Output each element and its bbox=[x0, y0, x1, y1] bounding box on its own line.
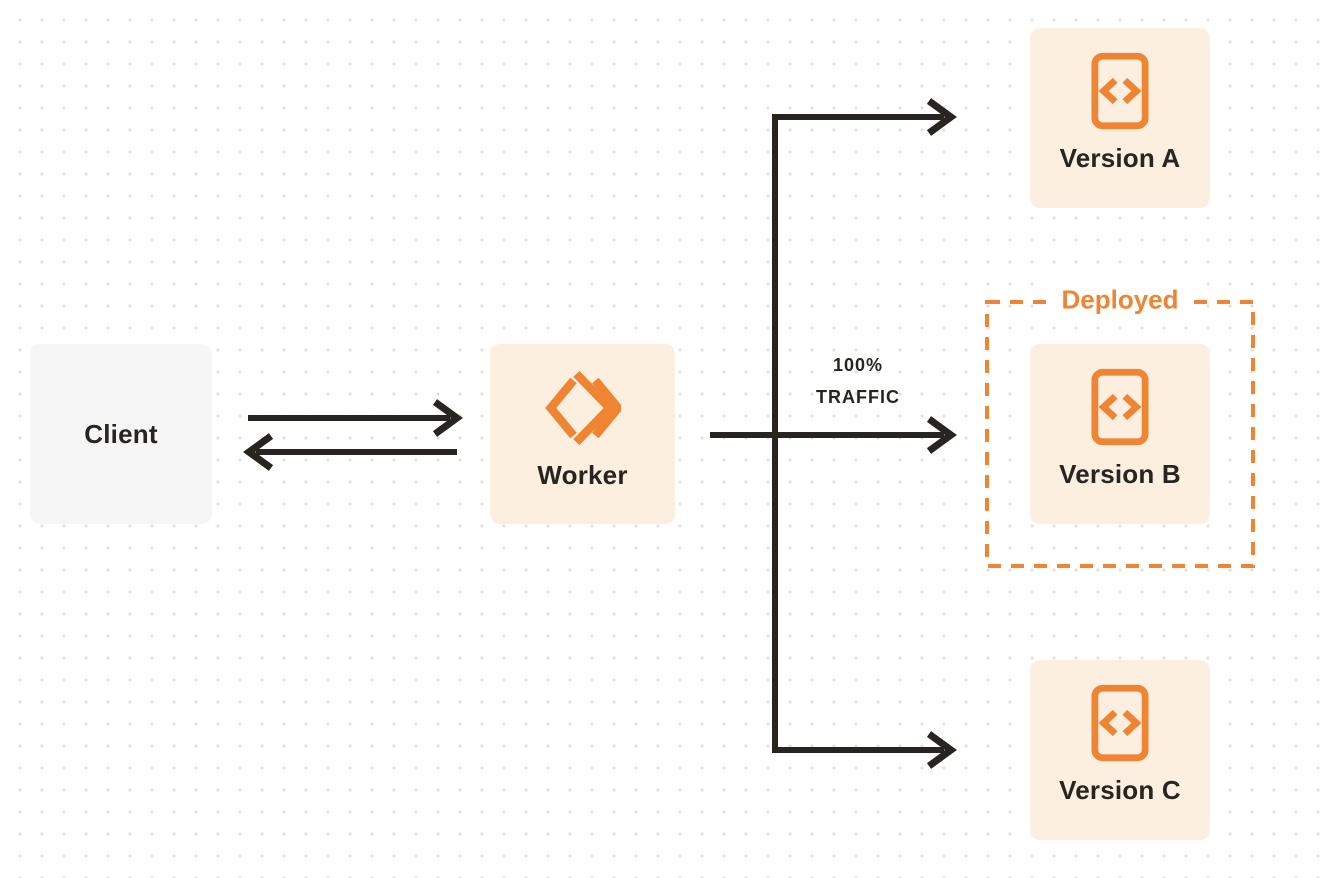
deployed-region bbox=[985, 300, 1255, 568]
version-a-node: Version A bbox=[1030, 28, 1210, 208]
version-a-label: Version A bbox=[1059, 143, 1181, 173]
code-file-icon bbox=[1091, 368, 1149, 446]
worker-node: Worker bbox=[490, 344, 675, 524]
deployed-dashed-border bbox=[985, 300, 1255, 568]
client-node: Client bbox=[30, 344, 212, 524]
version-b-label: Version B bbox=[1059, 459, 1181, 489]
worker-label: Worker bbox=[537, 460, 628, 490]
client-to-worker-arrow bbox=[248, 399, 463, 437]
workers-logo-icon bbox=[544, 370, 624, 446]
code-file-icon bbox=[1091, 52, 1149, 130]
worker-to-client-arrow bbox=[243, 433, 457, 471]
worker-to-version-a-arrow bbox=[772, 98, 957, 136]
deployed-label: Deployed bbox=[1049, 282, 1191, 318]
client-label: Client bbox=[84, 418, 158, 449]
version-c-label: Version C bbox=[1059, 775, 1181, 805]
traffic-label: 100% TRAFFIC bbox=[816, 349, 900, 413]
traffic-word: TRAFFIC bbox=[816, 387, 900, 407]
worker-to-version-b-arrow bbox=[710, 416, 957, 454]
traffic-percent: 100% bbox=[832, 355, 884, 375]
version-c-node: Version C bbox=[1030, 660, 1210, 840]
worker-to-version-c-arrow bbox=[772, 731, 957, 769]
version-b-node: Version B bbox=[1030, 344, 1210, 524]
code-file-icon bbox=[1091, 684, 1149, 762]
